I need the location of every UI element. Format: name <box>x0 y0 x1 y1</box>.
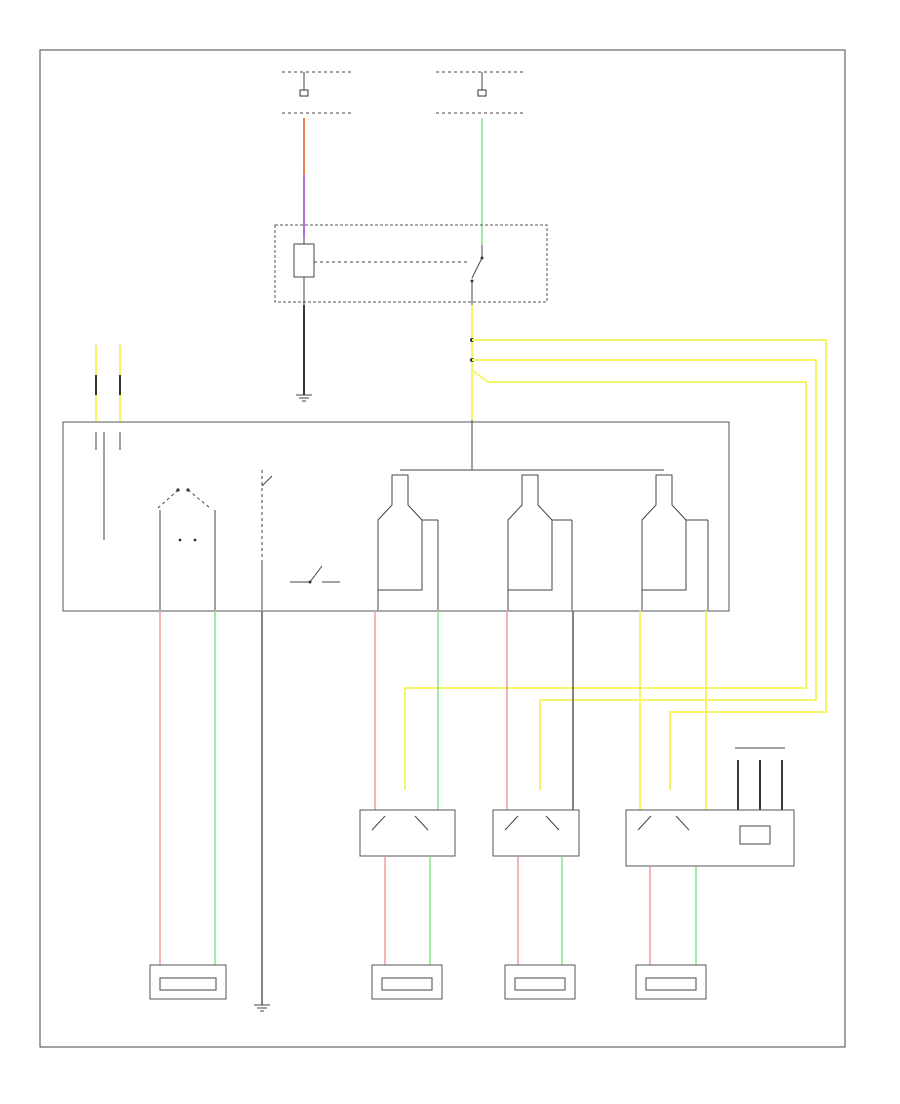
diagram-frame <box>39 49 846 1048</box>
module-switch-rr <box>507 474 573 610</box>
yellow-bus-2 <box>472 359 817 790</box>
relay-box <box>274 224 548 303</box>
power-source-right <box>436 71 526 114</box>
module-switch-lr <box>377 474 439 610</box>
right-rear-motor <box>504 964 576 1000</box>
module-switch-rf <box>641 474 709 610</box>
left-rear-switch <box>359 809 456 857</box>
right-front-motor <box>635 964 707 1000</box>
master-switch-module <box>62 421 730 612</box>
relay-contact <box>471 257 483 279</box>
yellow-bus-3 <box>404 369 807 790</box>
right-rear-switch <box>492 809 580 857</box>
window-lockout <box>261 470 340 610</box>
right-front-switch <box>625 809 795 867</box>
left-front-motor <box>149 964 227 1000</box>
relay-coil <box>293 243 315 278</box>
left-front-switch <box>157 488 216 610</box>
rf-switch-feed <box>735 747 785 810</box>
yellow-bus-1 <box>472 339 827 790</box>
power-source-left <box>282 71 352 114</box>
left-rear-motor <box>371 964 443 1000</box>
courtesy-feed <box>95 345 121 422</box>
